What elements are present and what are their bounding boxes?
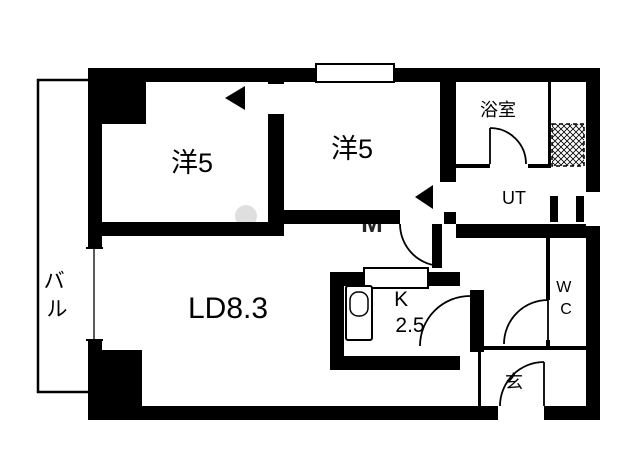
wall-segment <box>478 350 481 406</box>
wall-segment <box>330 272 344 370</box>
room-labels: 洋5 洋5 浴室 UT W C LD8.3 K 2.5 玄 <box>171 100 576 392</box>
door-arc <box>499 361 545 407</box>
opening <box>498 406 544 420</box>
wall-segment <box>470 290 484 352</box>
wall-segment <box>470 346 586 350</box>
label-utility: UT <box>502 188 526 208</box>
door-arcs <box>399 127 549 407</box>
wall-segment <box>546 238 550 300</box>
wall-segment <box>88 406 600 420</box>
door-symbols <box>225 86 433 209</box>
kitchen-counter <box>345 285 373 341</box>
label-kitchen: K 2.5 <box>394 288 425 337</box>
door-leaf <box>432 224 442 268</box>
kitchen-pass-through <box>363 267 429 289</box>
wall-segment <box>456 164 490 168</box>
wall-segment <box>88 350 142 420</box>
door-symbol-triangle <box>225 86 245 110</box>
door-symbol-triangle <box>415 185 433 209</box>
opening <box>586 192 600 226</box>
wall-segment <box>88 68 146 124</box>
window-top <box>315 63 395 83</box>
opening <box>400 210 444 224</box>
wall-segment <box>456 224 600 238</box>
wall-segment <box>88 222 284 236</box>
wall-segment <box>576 196 584 222</box>
kitchen-sink <box>349 291 369 317</box>
watermark-logo <box>235 205 257 227</box>
wall-segment <box>548 82 551 168</box>
door-arc <box>489 127 527 165</box>
label-bath: 浴室 <box>480 100 516 120</box>
wall-segment <box>528 164 548 168</box>
wall-segment <box>268 82 284 222</box>
wall-segment <box>586 68 600 420</box>
door-arc <box>419 295 471 347</box>
label-bedroom-b: 洋5 <box>331 134 373 164</box>
wall-segment <box>330 356 460 370</box>
wall-segment <box>550 196 558 222</box>
kitchen-counter-outline <box>345 285 373 341</box>
hatched-shaft <box>551 123 585 167</box>
label-living-dining: LD8.3 <box>188 292 268 325</box>
openings <box>86 63 600 420</box>
label-toilet: W C <box>556 279 576 318</box>
balcony-label: バ ル <box>44 270 71 321</box>
label-entrance: 玄 <box>505 372 523 392</box>
opening <box>440 182 456 212</box>
opening <box>268 84 284 114</box>
door-arc <box>503 299 549 345</box>
door-arc <box>399 223 443 267</box>
label-bedroom-a: 洋5 <box>171 148 213 178</box>
